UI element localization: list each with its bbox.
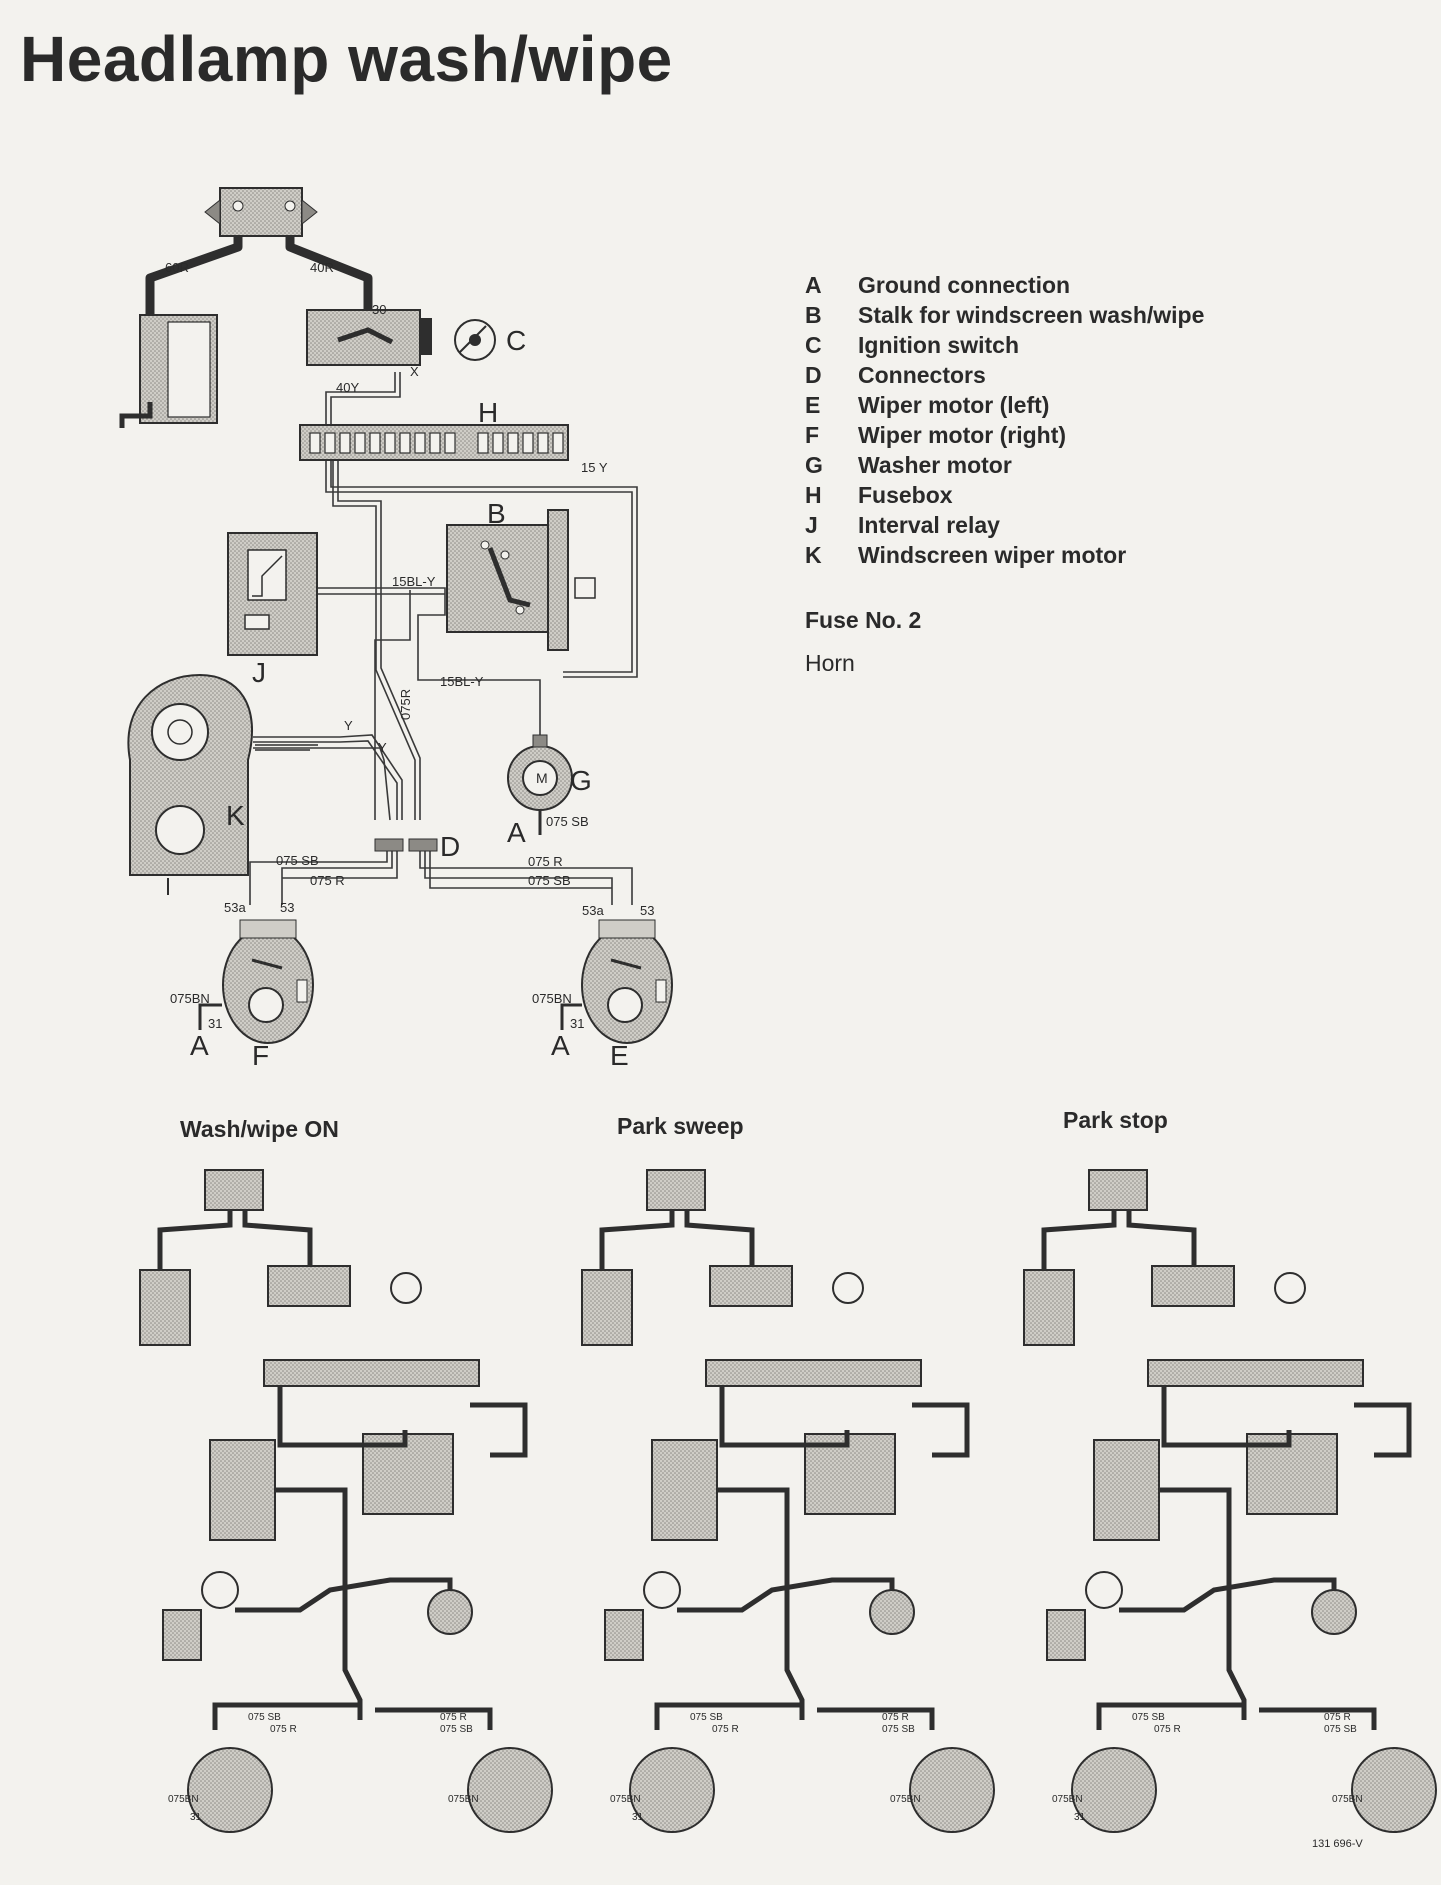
stalk-switch — [446, 509, 596, 651]
connectors — [374, 838, 438, 852]
fuse-slot — [309, 432, 321, 454]
wire-label-y1: Y — [344, 718, 353, 733]
fuse-slot — [354, 432, 366, 454]
fuse-slot — [507, 432, 519, 454]
page-title: Headlamp wash/wipe — [20, 23, 673, 95]
label-j: J — [252, 657, 266, 688]
wire-label-075bn-f: 075BN — [170, 991, 210, 1006]
wire-label-40y: 40Y — [336, 380, 359, 395]
fuse-slot — [414, 432, 426, 454]
fuse-slot — [537, 432, 549, 454]
wire-label-15bly: 15BL-Y — [392, 574, 436, 589]
terminal-53-e: 53 — [640, 903, 654, 918]
wire-labels: 60R 40R 30 X 40Y 15 Y 15BL-Y 15BL-Y 075R… — [165, 260, 654, 1031]
fuse-slot — [444, 432, 456, 454]
fuse-note: Horn — [805, 650, 855, 676]
wiper-motor-right — [198, 919, 314, 1044]
interval-relay — [227, 532, 318, 656]
component-letters: C H B J K G A D A F A E — [190, 325, 629, 1071]
wire-label-075r: 075R — [398, 689, 413, 720]
fuse-label: Fuse No. 2 — [805, 607, 922, 633]
terminal-53a-f: 53a — [224, 900, 246, 915]
fuse-slot — [324, 432, 336, 454]
fuse-slot — [477, 432, 489, 454]
wire-label-075r-right: 075 R — [528, 854, 563, 869]
terminal-30: 30 — [372, 302, 386, 317]
mini-wire-label-075sb-1: 075 SB — [248, 1712, 281, 1723]
wire-label-075sb-right: 075 SB — [528, 873, 571, 888]
label-m-washer: M — [536, 770, 548, 786]
mini-diagram-park-stop — [1024, 1170, 1436, 1832]
wiper-motor-left — [560, 919, 673, 1044]
label-k: K — [226, 800, 245, 831]
terminal-53-f: 53 — [280, 900, 294, 915]
signal-wires — [249, 372, 638, 905]
fuse-slot — [369, 432, 381, 454]
mini-wire-label-075r-1: 075 R — [270, 1724, 297, 1735]
mini-wire-label-075bn-2: 075BN — [448, 1794, 479, 1805]
terminal-53a-e: 53a — [582, 903, 604, 918]
wire-label-40r: 40R — [310, 260, 334, 275]
reference-number: 131 696-V — [1312, 1838, 1363, 1850]
label-g: G — [570, 765, 592, 796]
fuse-slot — [429, 432, 441, 454]
main-relay — [204, 187, 318, 237]
wire-label-075sb-washer: 075 SB — [546, 814, 589, 829]
mini-diagram-wash-wipe-on: 075 SB 075 R 075 R 075 SB 075BN 075BN 31 — [139, 1169, 553, 1833]
subdiagram-title-park-stop: Park stop — [1063, 1107, 1168, 1133]
mini-diagram-park-sweep — [582, 1170, 994, 1832]
terminal-x: X — [410, 364, 419, 379]
battery — [119, 314, 218, 428]
fuse-slot — [552, 432, 564, 454]
label-a-left: A — [551, 1030, 570, 1061]
label-d: D — [440, 831, 460, 862]
mini-wire-label-075bn-1: 075BN — [168, 1794, 199, 1805]
label-a-right: A — [190, 1030, 209, 1061]
windscreen-wiper-motor — [127, 673, 318, 895]
wire-label-075r-left: 075 R — [310, 873, 345, 888]
washer-motor — [507, 734, 573, 835]
wire-label-15y: 15 Y — [581, 460, 608, 475]
fuse-slot — [339, 432, 351, 454]
label-b: B — [487, 498, 506, 529]
subdiagram-title-park-sweep: Park sweep — [617, 1113, 744, 1139]
label-a-washer: A — [507, 817, 526, 848]
mini-terminal-31: 31 — [190, 1812, 202, 1823]
wire-label-y2: Y — [378, 740, 387, 755]
label-f: F — [252, 1040, 269, 1071]
wire-label-15bly-2: 15BL-Y — [440, 674, 484, 689]
label-h: H — [478, 397, 498, 428]
terminal-31-e: 31 — [570, 1016, 584, 1031]
mini-wire-label-075r-2: 075 R — [440, 1712, 467, 1723]
fuse-slot — [492, 432, 504, 454]
wire-label-075sb-left: 075 SB — [276, 853, 319, 868]
fuse-slot — [522, 432, 534, 454]
subdiagram-title-wash-wipe-on: Wash/wipe ON — [180, 1116, 339, 1142]
label-e: E — [610, 1040, 629, 1071]
ignition-switch — [306, 309, 496, 366]
fuse-slot — [399, 432, 411, 454]
terminal-31-f: 31 — [208, 1016, 222, 1031]
fusebox — [299, 424, 569, 461]
label-c: C — [506, 325, 526, 356]
mini-wire-label-075sb-2: 075 SB — [440, 1724, 473, 1735]
wire-label-60r: 60R — [165, 260, 189, 275]
wire-label-075bn-e: 075BN — [532, 991, 572, 1006]
fuse-slot — [384, 432, 396, 454]
